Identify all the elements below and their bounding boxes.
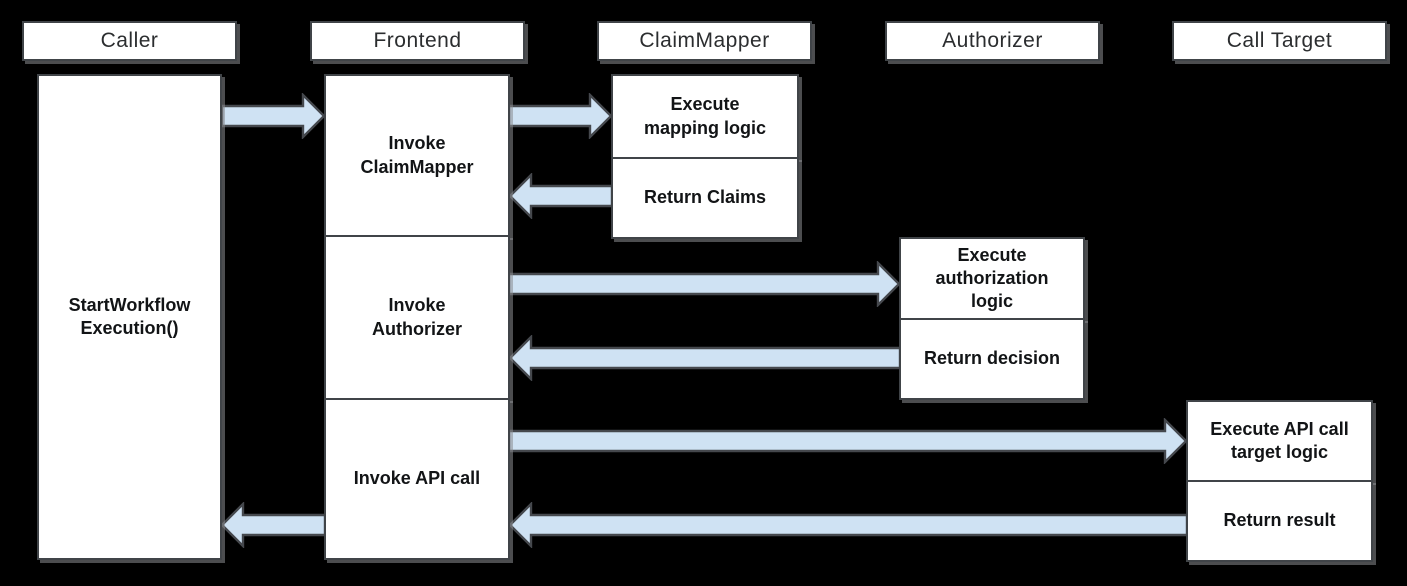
frontend-invoke-api-call-box: Invoke API call xyxy=(324,398,510,560)
arrow-claimmapper-to-frontend xyxy=(508,173,613,219)
actor-header-frontend: Frontend xyxy=(310,21,525,61)
arrow-frontend-to-call-target xyxy=(508,418,1188,464)
caller-startworkflowexecution-box: StartWorkflow Execution() xyxy=(37,74,222,560)
frontend-invoke-claimmapper-box: Invoke ClaimMapper xyxy=(324,74,510,237)
arrow-frontend-to-caller xyxy=(220,502,326,548)
authorizer-return-decision-box: Return decision xyxy=(899,318,1085,400)
frontend-invoke-authorizer-box: Invoke Authorizer xyxy=(324,235,510,400)
arrow-frontend-to-claimmapper xyxy=(508,93,613,139)
actor-header-authorizer: Authorizer xyxy=(885,21,1100,61)
actor-header-call-target: Call Target xyxy=(1172,21,1387,61)
authorizer-execute-authorization-logic-box: Execute authorization logic xyxy=(899,237,1085,320)
call-target-execute-api-call-target-logic-box: Execute API call target logic xyxy=(1186,400,1373,482)
claimmapper-return-claims-box: Return Claims xyxy=(611,157,799,239)
arrow-caller-to-frontend xyxy=(221,93,326,139)
call-target-return-result-box: Return result xyxy=(1186,480,1373,562)
arrow-frontend-to-authorizer xyxy=(508,261,901,307)
actor-header-caller: Caller xyxy=(22,21,237,61)
actor-header-claimmapper: ClaimMapper xyxy=(597,21,812,61)
arrow-authorizer-to-frontend xyxy=(508,335,901,381)
arrow-call-target-to-frontend xyxy=(508,502,1188,548)
claimmapper-execute-mapping-logic-box: Execute mapping logic xyxy=(611,74,799,159)
